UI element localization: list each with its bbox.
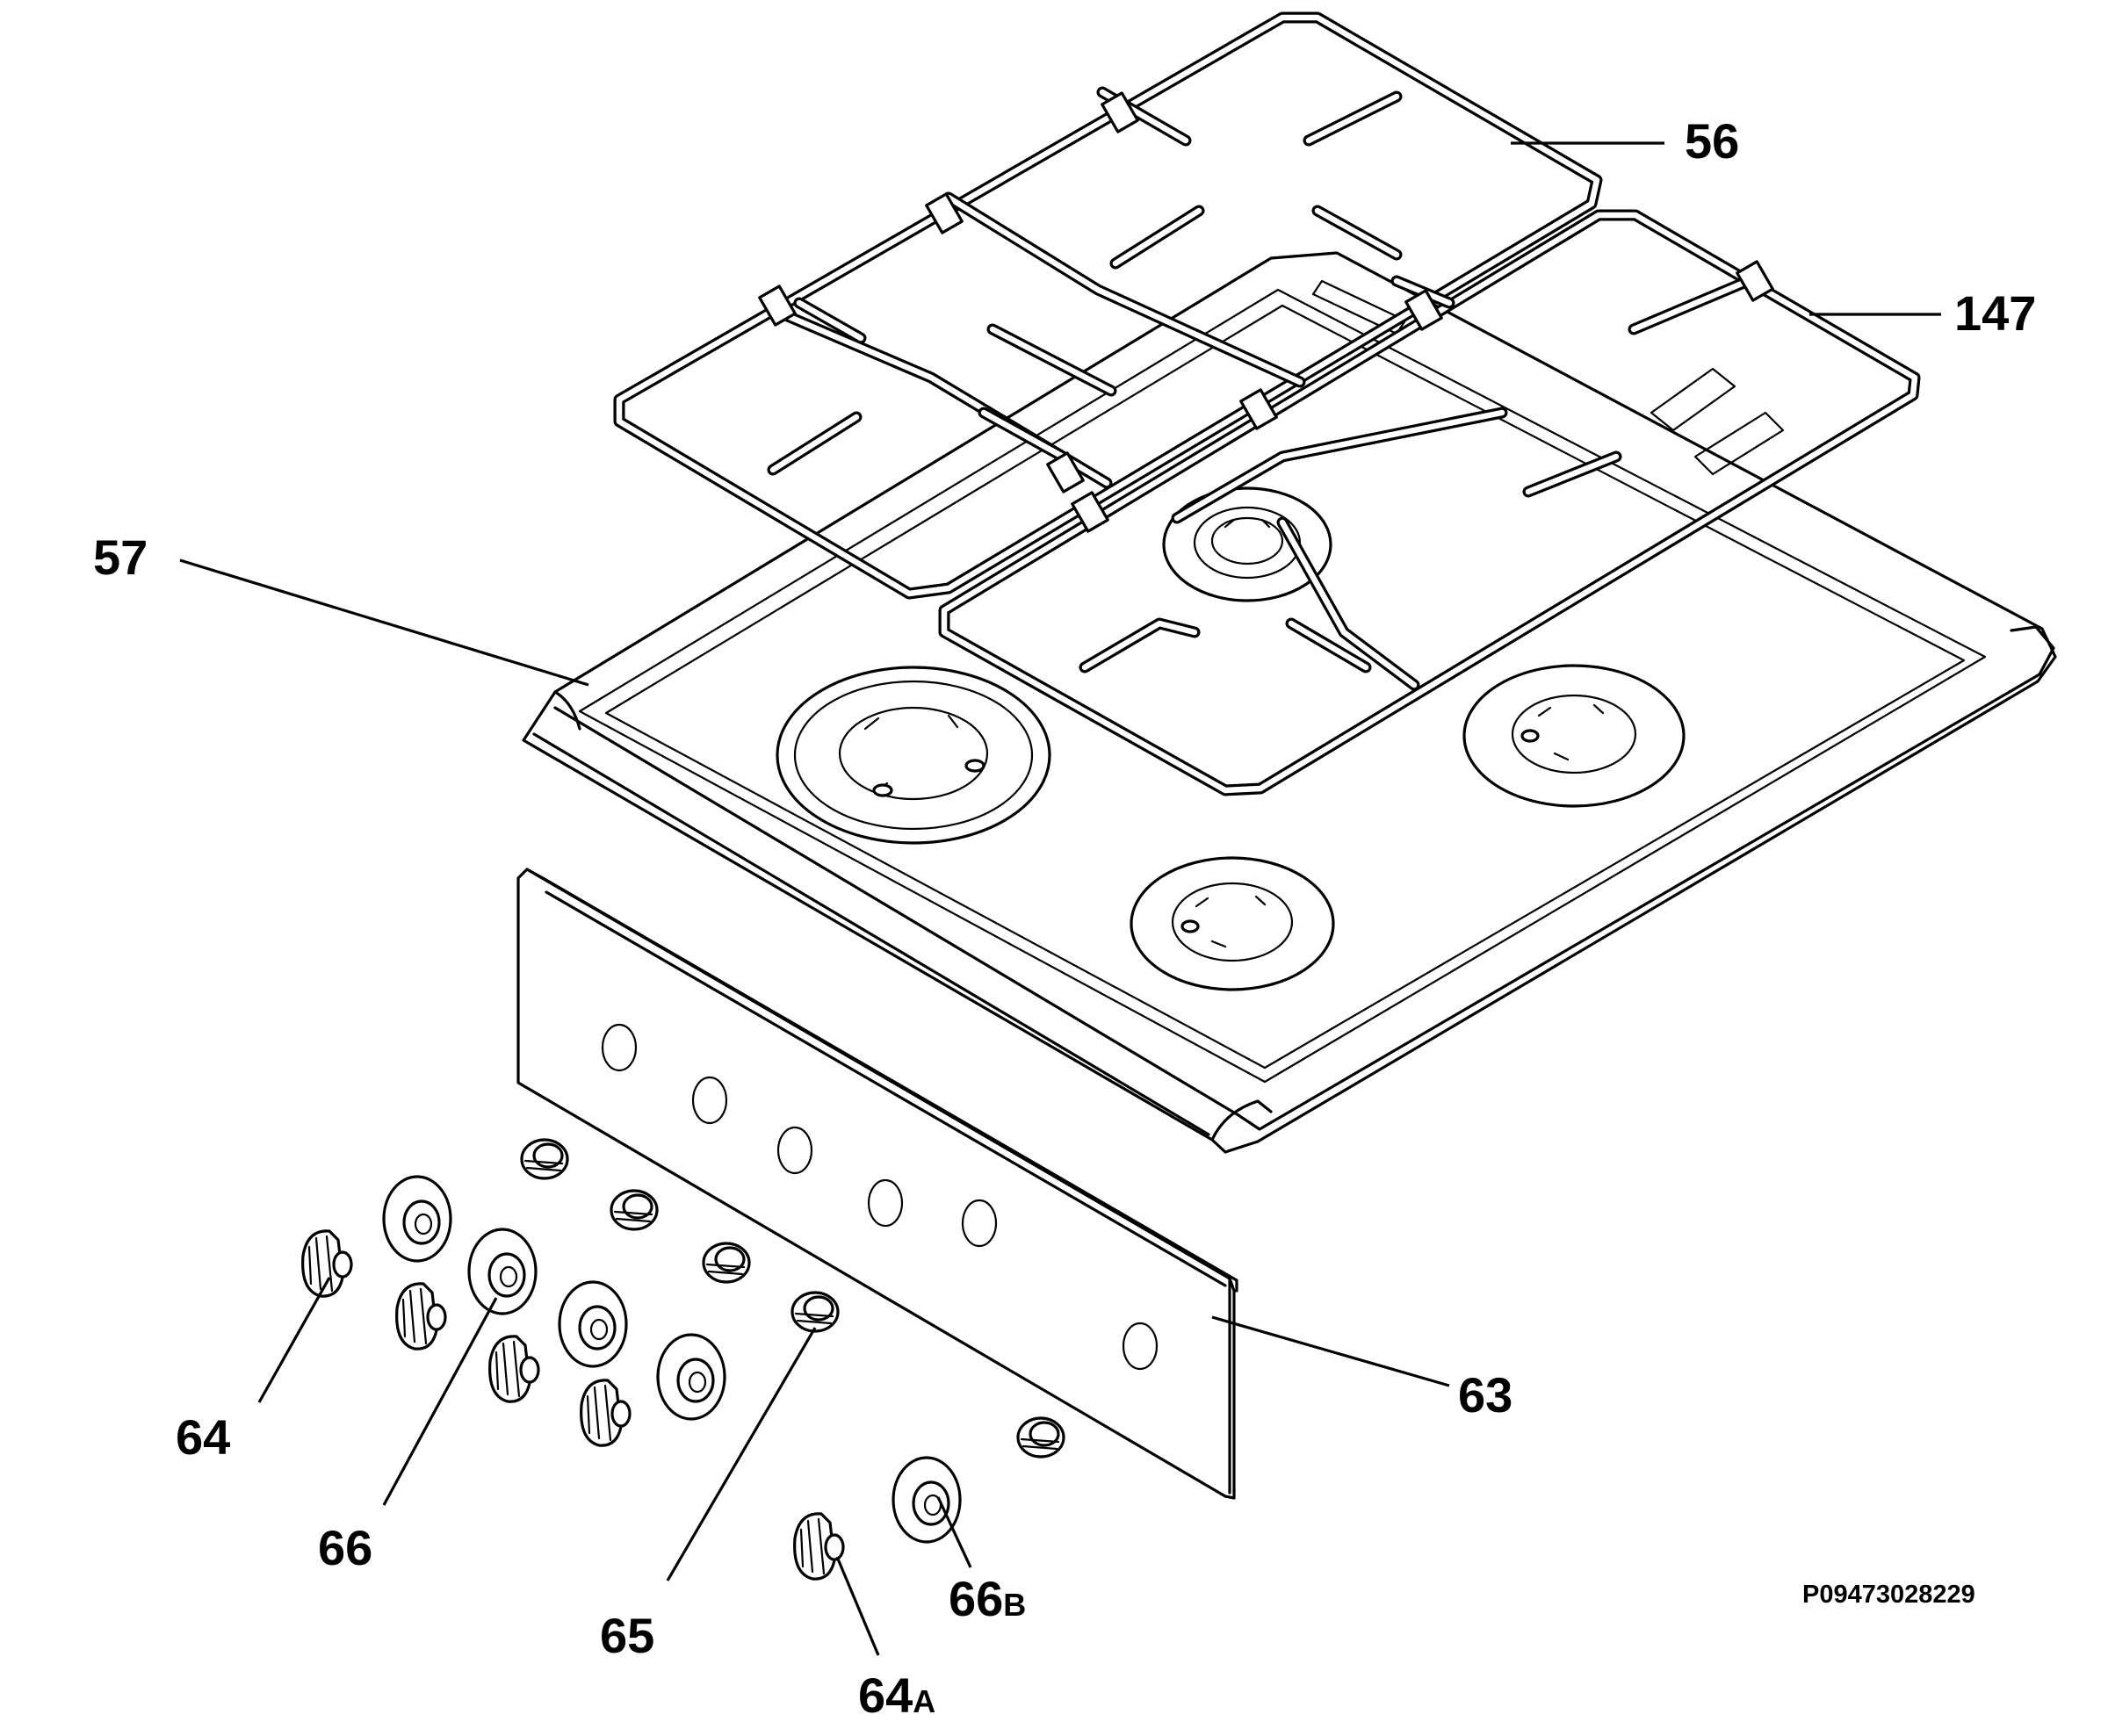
knob-ring-3: [558, 1280, 628, 1368]
label-57: 57: [93, 529, 148, 585]
pan-support-rear: [613, 11, 1603, 600]
knob-2: [395, 1282, 447, 1351]
leader-65: [666, 1327, 817, 1581]
label-147: 147: [1954, 285, 2036, 341]
burner-front: [1130, 856, 1335, 991]
spindle-3: [702, 1242, 751, 1284]
leader-57: [179, 558, 589, 687]
leader-lines: [179, 141, 1941, 1656]
burner-left-large: [776, 666, 1051, 845]
spindle-5: [1016, 1416, 1065, 1459]
knobs: [301, 1229, 845, 1581]
label-64a: 64A: [858, 1668, 935, 1723]
burner-centre-rear: [1162, 486, 1332, 602]
knob-rings: [382, 1175, 962, 1544]
leader-66b: [936, 1496, 972, 1568]
knob-ring-b: [892, 1456, 962, 1544]
label-63: 63: [1458, 1367, 1512, 1423]
knob-4: [580, 1379, 632, 1447]
diagram-code: P09473028229: [1802, 1581, 1975, 1609]
knob-ring-4: [656, 1333, 726, 1421]
knob-3: [488, 1335, 540, 1403]
spindles: [520, 1138, 1065, 1459]
knob-ring-1: [382, 1175, 452, 1263]
spindle-4: [790, 1291, 840, 1333]
label-64: 64: [176, 1409, 230, 1465]
control-panel: [516, 868, 1238, 1500]
knob-a: [793, 1512, 845, 1581]
callout-labels: 56 147 57 63 64 66 65 66B 64A P094730282…: [93, 113, 2036, 1723]
label-56: 56: [1685, 113, 1739, 169]
hob-top: [522, 251, 2057, 1154]
burner-right: [1462, 664, 1686, 808]
leader-64: [257, 1277, 331, 1403]
label-65: 65: [600, 1608, 654, 1663]
pan-support-front: [938, 209, 1921, 796]
leader-66: [382, 1297, 498, 1506]
label-66: 66: [318, 1520, 372, 1575]
leader-64a: [835, 1556, 880, 1656]
label-66b: 66B: [949, 1571, 1026, 1626]
leader-63: [1211, 1315, 1450, 1387]
spindle-2: [610, 1189, 659, 1231]
knob-1: [301, 1229, 353, 1298]
spindle-1: [520, 1138, 569, 1180]
knob-ring-2: [467, 1228, 538, 1315]
